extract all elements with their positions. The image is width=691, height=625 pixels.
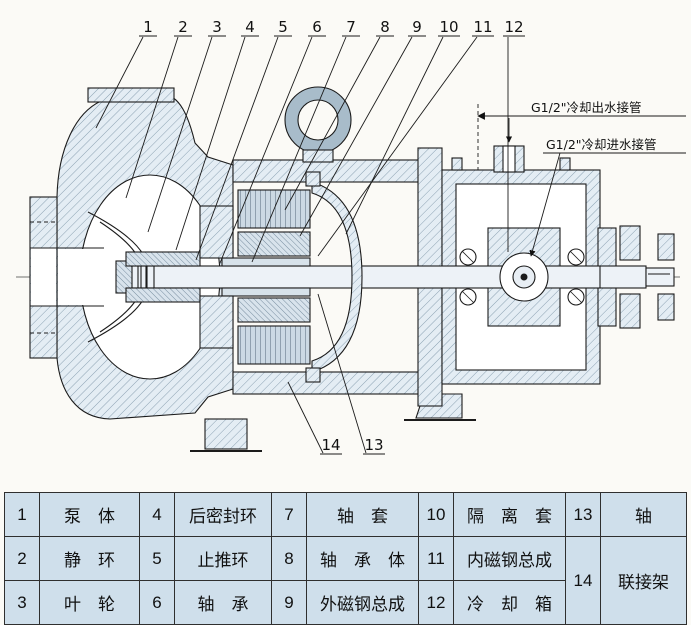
callout-11: 11 <box>473 18 492 36</box>
part-name: 内磁钢总成 <box>453 536 566 581</box>
cooling-outlet-label: G1/2"冷却出水接管 <box>531 100 642 115</box>
part-number: 2 <box>4 536 40 581</box>
part-number: 12 <box>418 580 454 625</box>
cooling-annotations: G1/2"冷却出水接管 G1/2"冷却进水接管 <box>477 100 686 257</box>
part-name: 轴 <box>600 492 687 537</box>
part-name: 外磁钢总成 <box>306 580 419 625</box>
callout-labels: 1 2 3 4 5 6 7 8 9 <box>95 18 525 264</box>
callout-8: 8 <box>380 18 390 36</box>
parts-row-3: 3 叶 轮 6 轴 承 9 外磁钢总成 12 冷 却 箱 <box>4 580 687 625</box>
part-number: 10 <box>418 492 454 537</box>
isolation-sleeve <box>305 171 363 383</box>
part-name: 轴 承 体 <box>306 536 419 581</box>
part-name: 后密封环 <box>174 492 272 537</box>
callout-labels-bottom: 14 13 <box>287 293 385 455</box>
callout-4: 4 <box>245 18 255 36</box>
pump-cross-section-drawing: 1 2 3 4 5 6 7 8 9 <box>16 18 686 455</box>
part-number: 7 <box>271 492 307 537</box>
part-number: 3 <box>4 580 40 625</box>
callout-3: 3 <box>212 18 222 36</box>
callout-13: 13 <box>364 436 383 454</box>
rear-cover <box>199 205 234 349</box>
part-number: 8 <box>271 536 307 581</box>
cooling-box-section <box>499 252 549 302</box>
part-name: 静 环 <box>39 536 140 581</box>
part-number: 14 <box>565 536 601 625</box>
inner-magnet-assembly <box>237 231 311 323</box>
part-number: 11 <box>418 536 454 581</box>
part-name: 联接架 <box>600 536 687 625</box>
callout-6: 6 <box>312 18 322 36</box>
coupling-end <box>619 225 675 329</box>
cooling-inlet-label: G1/2"冷却进水接管 <box>546 137 657 152</box>
ball-bearings <box>459 248 585 306</box>
callout-12: 12 <box>504 18 523 36</box>
part-name: 泵 体 <box>39 492 140 537</box>
part-name: 叶 轮 <box>39 580 140 625</box>
parts-row-2: 2 静 环 5 止推环 8 轴 承 体 11 内磁钢总成 14 联接架 <box>4 536 687 625</box>
impeller <box>87 211 201 343</box>
part-name: 轴 承 <box>174 580 272 625</box>
part-number: 5 <box>139 536 175 581</box>
parts-table: 1 泵 体 4 后密封环 7 轴 套 10 隔 离 套 13 轴 2 静 环 5… <box>4 492 687 625</box>
part-name: 冷 却 箱 <box>453 580 566 625</box>
callout-2: 2 <box>178 18 188 36</box>
shaft-sleeve <box>221 257 311 297</box>
callout-9: 9 <box>412 18 422 36</box>
callout-14: 14 <box>321 436 340 454</box>
lifting-eye <box>284 86 352 163</box>
pump-drawing-svg: 1 2 3 4 5 6 7 8 9 <box>16 18 686 455</box>
callout-5: 5 <box>278 18 288 36</box>
callout-1: 1 <box>143 18 153 36</box>
casing-foot <box>190 393 476 452</box>
part-number: 6 <box>139 580 175 625</box>
part-name: 隔 离 套 <box>453 492 566 537</box>
part-number: 1 <box>4 492 40 537</box>
part-number: 4 <box>139 492 175 537</box>
parts-row-1: 1 泵 体 4 后密封环 7 轴 套 10 隔 离 套 13 轴 <box>4 492 687 537</box>
part-number: 9 <box>271 580 307 625</box>
callout-10: 10 <box>439 18 458 36</box>
callout-7: 7 <box>346 18 356 36</box>
part-number: 13 <box>565 492 601 537</box>
part-name: 止推环 <box>174 536 272 581</box>
part-name: 轴 套 <box>306 492 419 537</box>
